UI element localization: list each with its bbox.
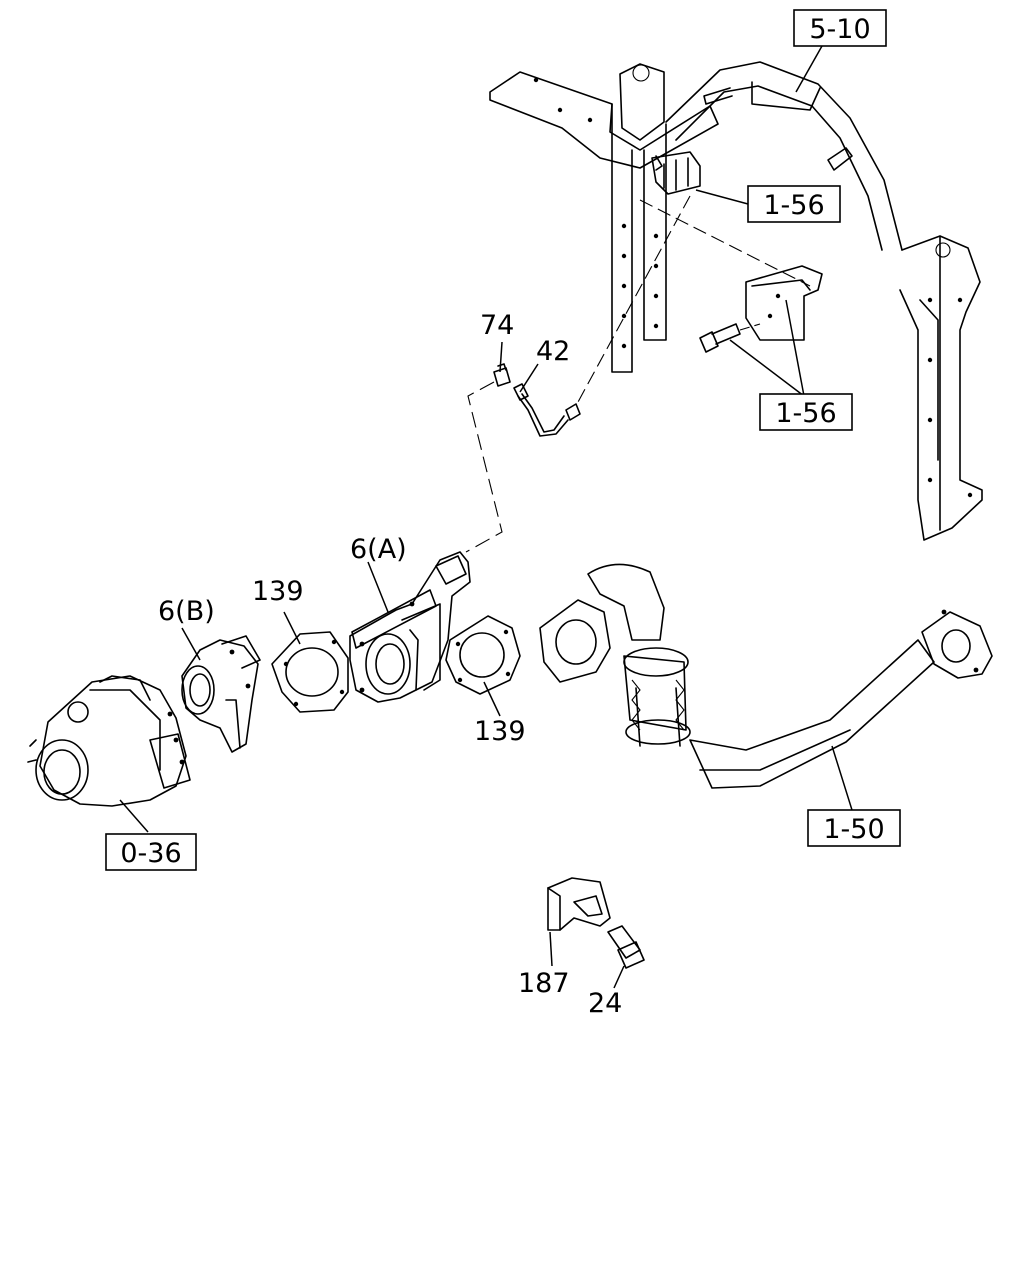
bracket-187: [547, 877, 611, 931]
part-label-187[interactable]: 187: [518, 968, 570, 999]
part-label-139-right[interactable]: 139: [474, 716, 526, 747]
callout-5-10-text: 5-10: [809, 14, 870, 45]
turbocharger: [27, 675, 191, 807]
callout-1-50-text: 1-50: [823, 814, 884, 845]
gasket-left: [271, 631, 349, 713]
part-label-42[interactable]: 42: [536, 336, 570, 367]
callout-1-56-lower[interactable]: 1-56: [759, 393, 853, 431]
part-label-74[interactable]: 74: [480, 310, 514, 341]
callout-1-56-upper-text: 1-56: [763, 190, 824, 221]
callout-5-10[interactable]: 5-10: [793, 9, 887, 47]
callout-1-56-lower-text: 1-56: [775, 398, 836, 429]
part-label-139-left[interactable]: 139: [252, 576, 304, 607]
exhaust-elbow-b: [181, 635, 261, 753]
exhaust-pipe: [539, 563, 993, 789]
exhaust-valve-a: [349, 551, 471, 703]
part-label-6b[interactable]: 6(B): [158, 596, 215, 627]
part-label-6a[interactable]: 6(A): [350, 534, 407, 565]
leader-lines: [119, 45, 853, 989]
callout-0-36[interactable]: 0-36: [105, 833, 197, 871]
sensor-bracket: [651, 151, 701, 195]
callout-0-36-text: 0-36: [120, 838, 181, 869]
frame-assembly: [489, 61, 983, 541]
bolt-1-56: [699, 323, 761, 353]
callout-1-56-upper[interactable]: 1-56: [747, 185, 841, 223]
callout-1-50[interactable]: 1-50: [807, 809, 901, 847]
gasket-right: [445, 615, 521, 695]
bolt-24: [607, 925, 645, 969]
sensor-hose: [513, 383, 581, 437]
fitting: [493, 363, 511, 387]
part-label-24[interactable]: 24: [588, 988, 622, 1019]
heat-shield-plate: [745, 265, 823, 341]
